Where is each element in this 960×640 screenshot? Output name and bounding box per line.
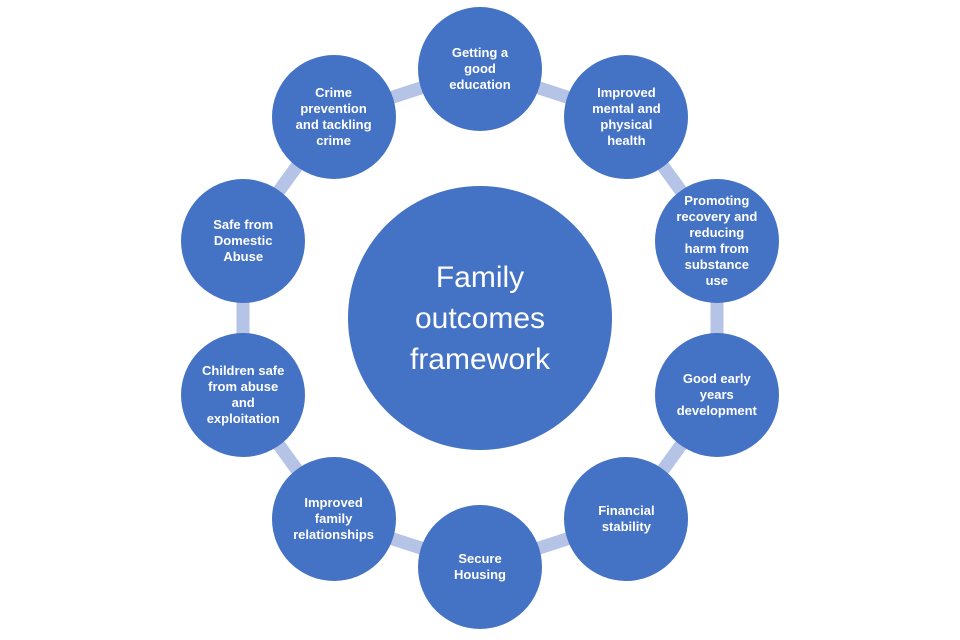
- outcome-node-label: Improved mental and physical health: [592, 84, 661, 148]
- outcome-node-8: Children safe from abuse and exploitatio…: [181, 332, 306, 457]
- outcome-node-10: Crime prevention and tackling crime: [271, 54, 396, 179]
- outcome-node-label: Improved family relationships: [293, 495, 375, 543]
- outcome-node-4: Good early years development: [654, 332, 779, 457]
- outcome-node-label: Crime prevention and tackling crime: [295, 84, 372, 148]
- outcome-node-label: Good early years development: [676, 370, 757, 418]
- outcome-node-3: Promoting recovery and reducing harm fro…: [654, 179, 779, 304]
- outcome-node-label: Promoting recovery and reducing harm fro…: [676, 193, 758, 289]
- outcome-node-2: Improved mental and physical health: [564, 54, 689, 179]
- outcome-node-label: Children safe from abuse and exploitatio…: [202, 362, 285, 426]
- outcome-node-label: Getting a good education: [449, 45, 511, 92]
- outcome-node-7: Improved family relationships: [271, 457, 396, 582]
- outcome-node-5: Financial stability: [564, 457, 689, 582]
- outcome-node-1: Getting a good education: [418, 7, 542, 131]
- outcome-node-6: Secure Housing: [418, 505, 542, 629]
- outcome-node-9: Safe from Domestic Abuse: [181, 179, 306, 304]
- outcome-node-label: Secure Housing: [454, 551, 506, 582]
- outcome-node-label: Financial stability: [598, 503, 655, 535]
- outcome-node-label: Safe from Domestic Abuse: [213, 217, 274, 265]
- center-circle: Family outcomes framework: [348, 186, 612, 450]
- diagram-title: Family outcomes framework: [409, 260, 551, 376]
